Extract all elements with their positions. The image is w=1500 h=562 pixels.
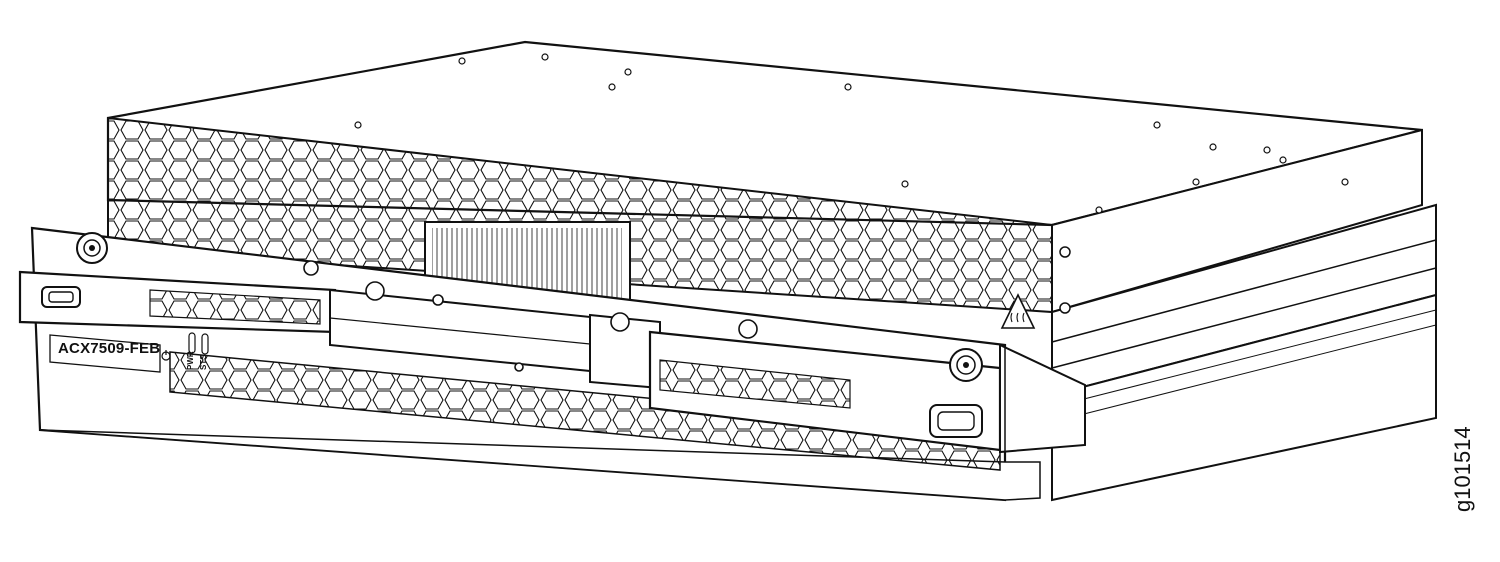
captive-screw-icon[interactable] (76, 232, 108, 264)
figure-id: g101514 (1450, 426, 1475, 512)
lower-right-body (1051, 293, 1437, 502)
hot-surface-warning-icon (1000, 293, 1036, 329)
model-label: ACX7509-FEB (58, 340, 161, 357)
led-pwr-label: PWR (186, 351, 195, 370)
top-screws (354, 53, 1349, 214)
led-pwr-indicator (188, 332, 196, 354)
led-sts-indicator (201, 333, 209, 355)
captive-screw-icon[interactable] (949, 348, 983, 382)
power-icon (161, 350, 171, 361)
led-sts-label: STS (199, 354, 208, 370)
